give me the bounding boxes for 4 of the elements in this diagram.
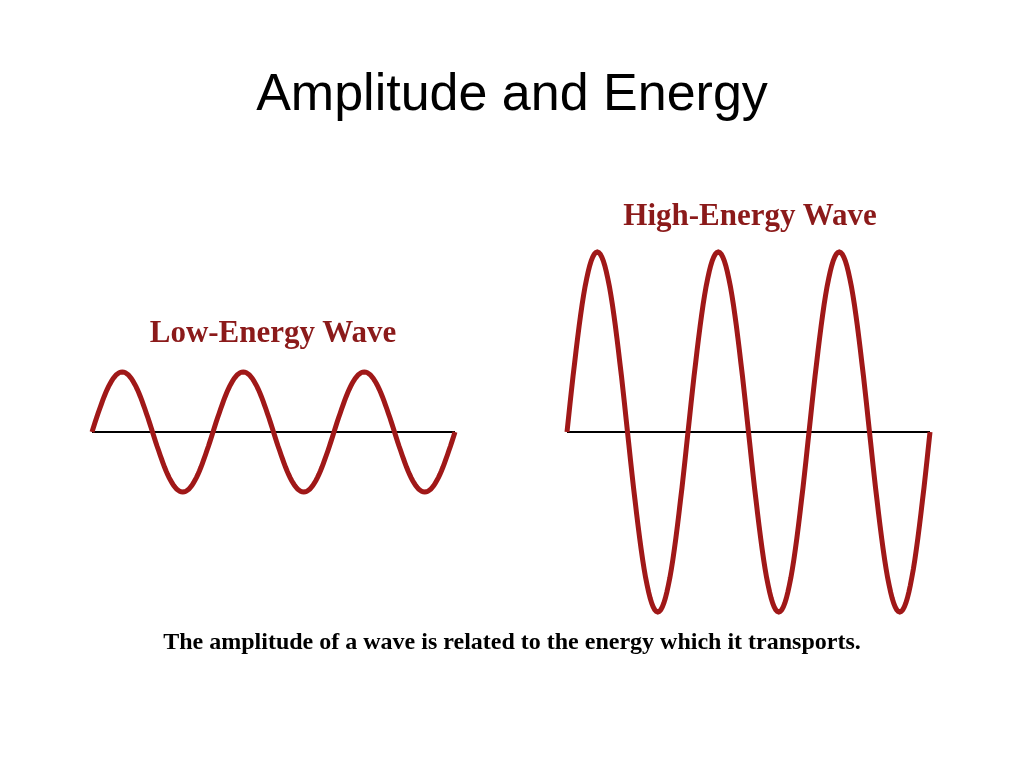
wave-label: High-Energy Wave: [623, 197, 877, 233]
caption-text: The amplitude of a wave is related to the energy which it transports.: [163, 628, 861, 655]
wave-label: Low-Energy Wave: [149, 314, 397, 350]
slide-title: Amplitude and Energy: [256, 62, 768, 122]
